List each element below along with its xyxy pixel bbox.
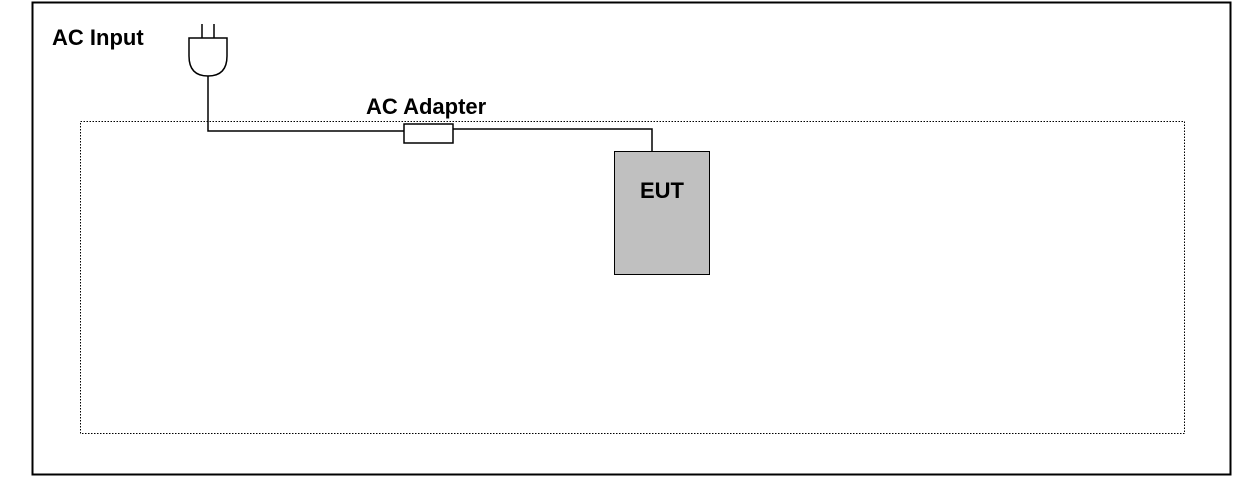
- output-cable: [453, 128, 653, 151]
- ac-input-label: AC Input: [52, 25, 144, 50]
- outer-border: [31, 1, 1232, 476]
- eut-label: EUT: [640, 178, 684, 203]
- eut-box: EUT: [614, 151, 710, 275]
- plug-icon: [188, 24, 228, 77]
- input-cable: [207, 76, 404, 132]
- ac-adapter-box: [403, 123, 454, 144]
- ac-adapter-label: AC Adapter: [366, 94, 487, 119]
- test-table-boundary: [80, 121, 1185, 434]
